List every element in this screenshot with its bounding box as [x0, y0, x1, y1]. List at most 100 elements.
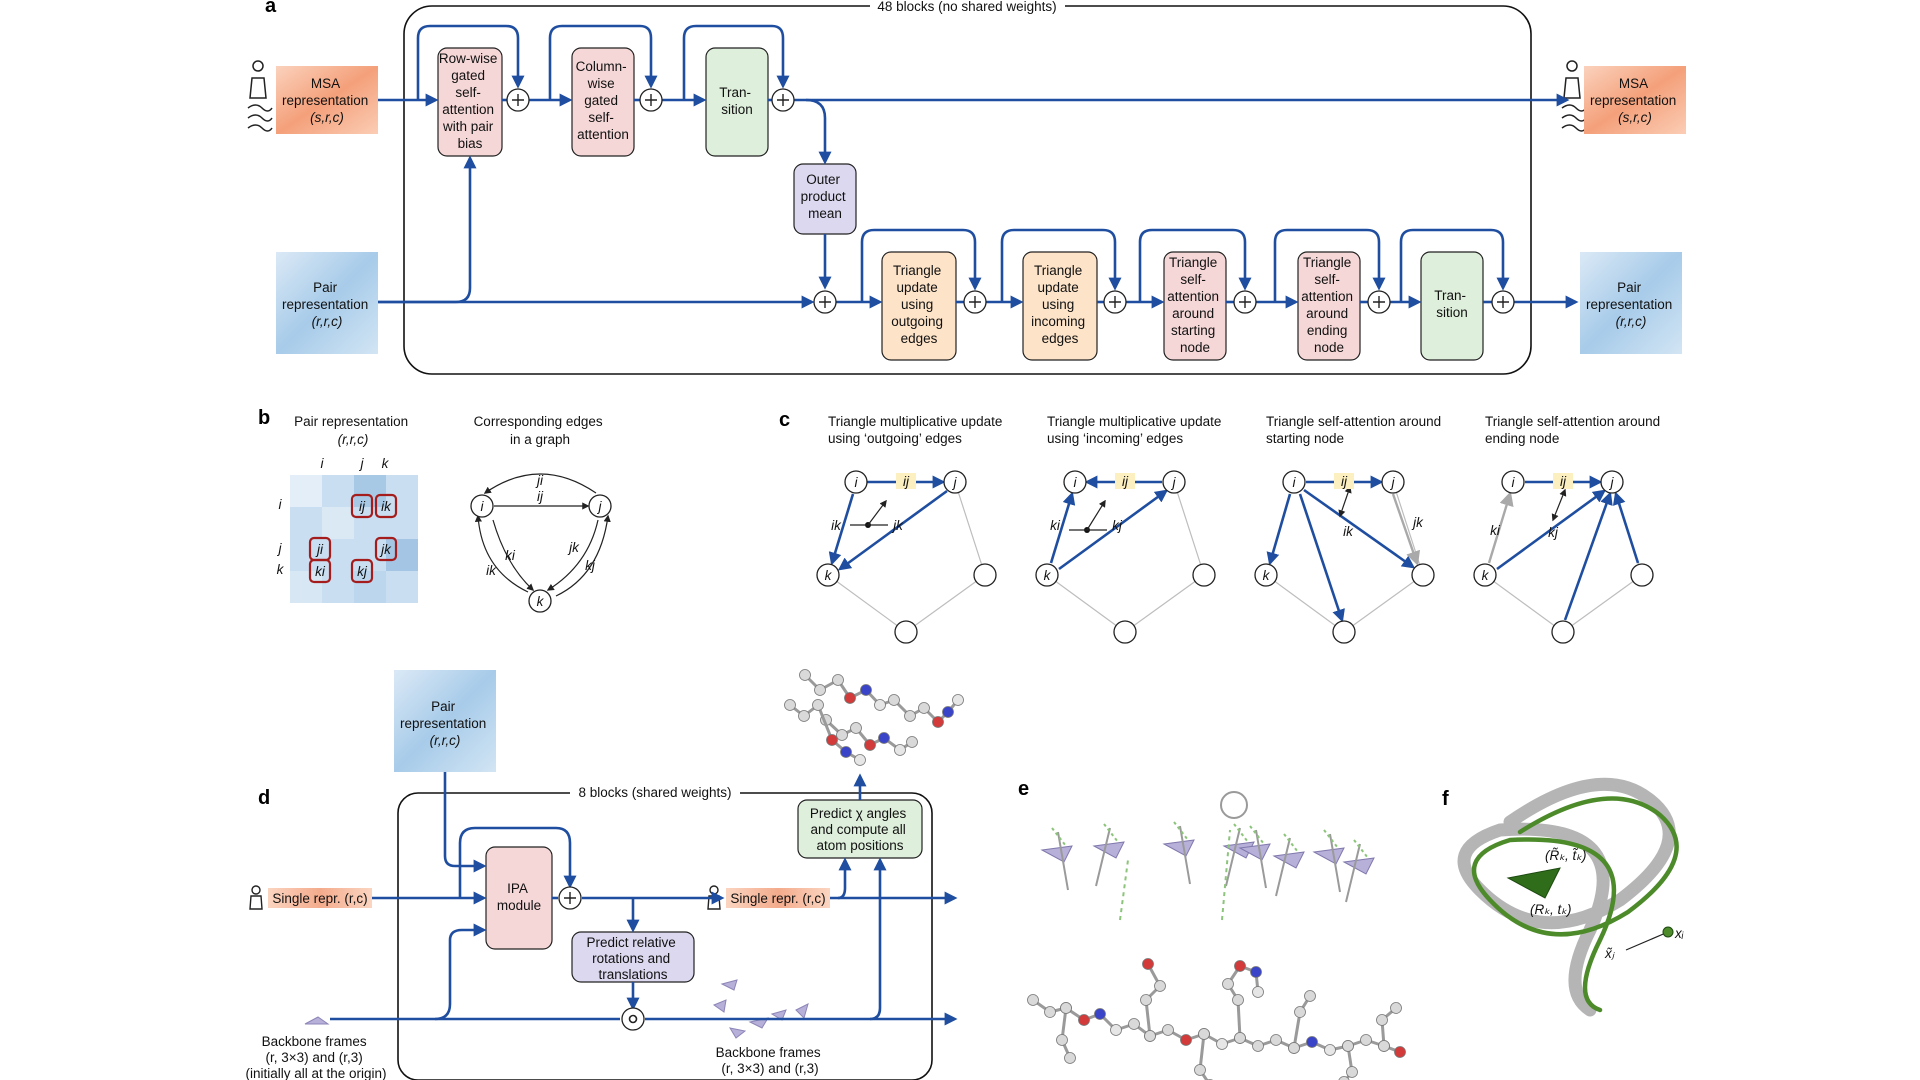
blocks-label-d: 8 blocks (shared weights) — [578, 785, 731, 800]
pair-transition-text: Tran- sition — [1434, 288, 1470, 320]
msa-representation-output — [1584, 66, 1686, 134]
panel-label-e: e — [1018, 778, 1029, 800]
label-xi: xᵢ — [1674, 926, 1684, 941]
pair-representation-title-b: Pair representation (r,r,c) — [294, 414, 412, 447]
panel-d-nodes — [558, 886, 645, 1031]
graph-title-b: Corresponding edges in a graph — [474, 414, 607, 447]
single-repr-input — [268, 888, 372, 908]
single-repr-output — [726, 888, 830, 908]
svg-text:k: k — [1263, 568, 1271, 583]
single-repr-input-text: Single repr. (r,c) — [272, 891, 367, 906]
label-true-frame: (R̃ₖ, t̃ₖ) — [1545, 848, 1587, 863]
svg-text:j: j — [952, 475, 958, 490]
label-predicted-frame: (Rₖ, tₖ) — [1530, 902, 1572, 917]
svg-text:i: i — [1512, 475, 1516, 490]
svg-text:ij: ij — [1560, 474, 1567, 489]
svg-text:jk: jk — [891, 518, 904, 533]
svg-text:ik: ik — [1343, 524, 1354, 539]
matrix-row-j: j — [277, 541, 283, 556]
graph-node-k: k — [537, 594, 545, 609]
msa-track-plus-nodes — [506, 88, 795, 112]
cell-kj: kj — [357, 564, 368, 579]
cell-ji: ji — [315, 542, 324, 557]
row-wise-attention-text: Row-wise gated self- attention with pair… — [439, 51, 501, 151]
panel-label-f: f — [1442, 788, 1449, 810]
cell-ik: ik — [381, 499, 392, 514]
protein-structure-e — [1027, 958, 1406, 1080]
matrix-col-k: k — [382, 456, 390, 471]
cell-ij: ij — [359, 499, 366, 514]
msa-person-icon-left — [247, 60, 273, 132]
msa-representation-input — [276, 66, 378, 134]
graph-edge-ik: ik — [486, 563, 497, 578]
svg-text:kj: kj — [1548, 525, 1559, 540]
matrix-col-i: i — [321, 456, 325, 471]
triangle-update-outgoing-text: Triangle update using outgoing edges — [891, 263, 947, 346]
msa-track-arrows — [378, 24, 1570, 304]
graph-edge-ij: ij — [537, 489, 544, 504]
graph-node-i: i — [481, 499, 485, 514]
svg-text:kj: kj — [1112, 518, 1123, 533]
cell-ki: ki — [315, 564, 326, 579]
matrix-row-i: i — [279, 497, 283, 512]
matrix-col-j: j — [359, 456, 365, 471]
residue-gas-frames-e — [1040, 791, 1375, 921]
svg-text:j: j — [1609, 475, 1615, 490]
outer-product-mean-text: Outer product mean — [801, 172, 850, 221]
fape-diagram-f — [1457, 777, 1679, 1017]
msa-output-text: MSA representation (s,r,c) — [1590, 76, 1680, 125]
label-xj: x̃ⱼ — [1604, 946, 1615, 961]
pair-input-text: Pair representation (r,r,c) — [282, 280, 372, 329]
pair-track-plus-nodes — [813, 290, 1515, 314]
svg-text:ki: ki — [1490, 523, 1501, 538]
graph-edge-ki: ki — [505, 548, 516, 563]
triangle-attention-ending-text: Triangle self- attention around ending n… — [1301, 255, 1357, 355]
single-repr-output-text: Single repr. (r,c) — [730, 891, 825, 906]
svg-text:ki: ki — [1050, 518, 1061, 533]
msa-transition-text: Tran- sition — [719, 85, 755, 117]
svg-text:k: k — [825, 568, 833, 583]
matrix-highlighted-cells — [308, 493, 398, 584]
svg-text:j: j — [1390, 475, 1396, 490]
panel-label-a: a — [265, 0, 277, 17]
graph-edge-kj: kj — [585, 558, 596, 573]
panel-d-arrows — [330, 772, 958, 1026]
panel-label-d: d — [258, 787, 270, 809]
svg-text:i: i — [1074, 475, 1078, 490]
cell-jk: jk — [379, 542, 392, 557]
msa-person-icon-right — [1561, 60, 1587, 132]
backbone-frames-output-text: Backbone frames (r, 3×3) and (r,3) — [716, 1045, 825, 1076]
svg-text:k: k — [1482, 568, 1490, 583]
svg-text:ij: ij — [1122, 474, 1129, 489]
pair-output-text: Pair representation (r,r,c) — [1586, 280, 1676, 329]
blocks-label-a: 48 blocks (no shared weights) — [877, 0, 1056, 14]
pair-representation-output — [1580, 252, 1682, 354]
pair-representation-input — [276, 252, 378, 354]
edge-graph-b — [470, 473, 612, 613]
matrix-row-k: k — [277, 562, 285, 577]
graph-edge-jk: jk — [567, 540, 580, 555]
svg-text:ij: ij — [903, 474, 910, 489]
panel-label-c: c — [779, 409, 790, 431]
pair-track-arrows — [378, 228, 1579, 309]
svg-text:i: i — [1293, 475, 1297, 490]
svg-text:jk: jk — [1411, 515, 1424, 530]
backbone-frame-triangle-icon — [304, 1016, 330, 1025]
panel-label-b: b — [258, 407, 270, 429]
ipa-module-text: IPA module — [497, 881, 541, 913]
backbone-frames-scattered-icon — [712, 979, 809, 1039]
graph-edge-ji: ji — [535, 473, 544, 488]
pair-representation-d-text: Pair representation (r,r,c) — [400, 699, 490, 748]
msa-input-text: MSA representation (s,r,c) — [282, 76, 372, 125]
predict-relative-text: Predict relative rotations and translati… — [586, 935, 679, 982]
triangle-attention-starting-text: Triangle self- attention around starting… — [1167, 255, 1223, 355]
svg-text:ij: ij — [1341, 474, 1348, 489]
triangle-update-incoming-text: Triangle update using incoming edges — [1031, 263, 1089, 346]
